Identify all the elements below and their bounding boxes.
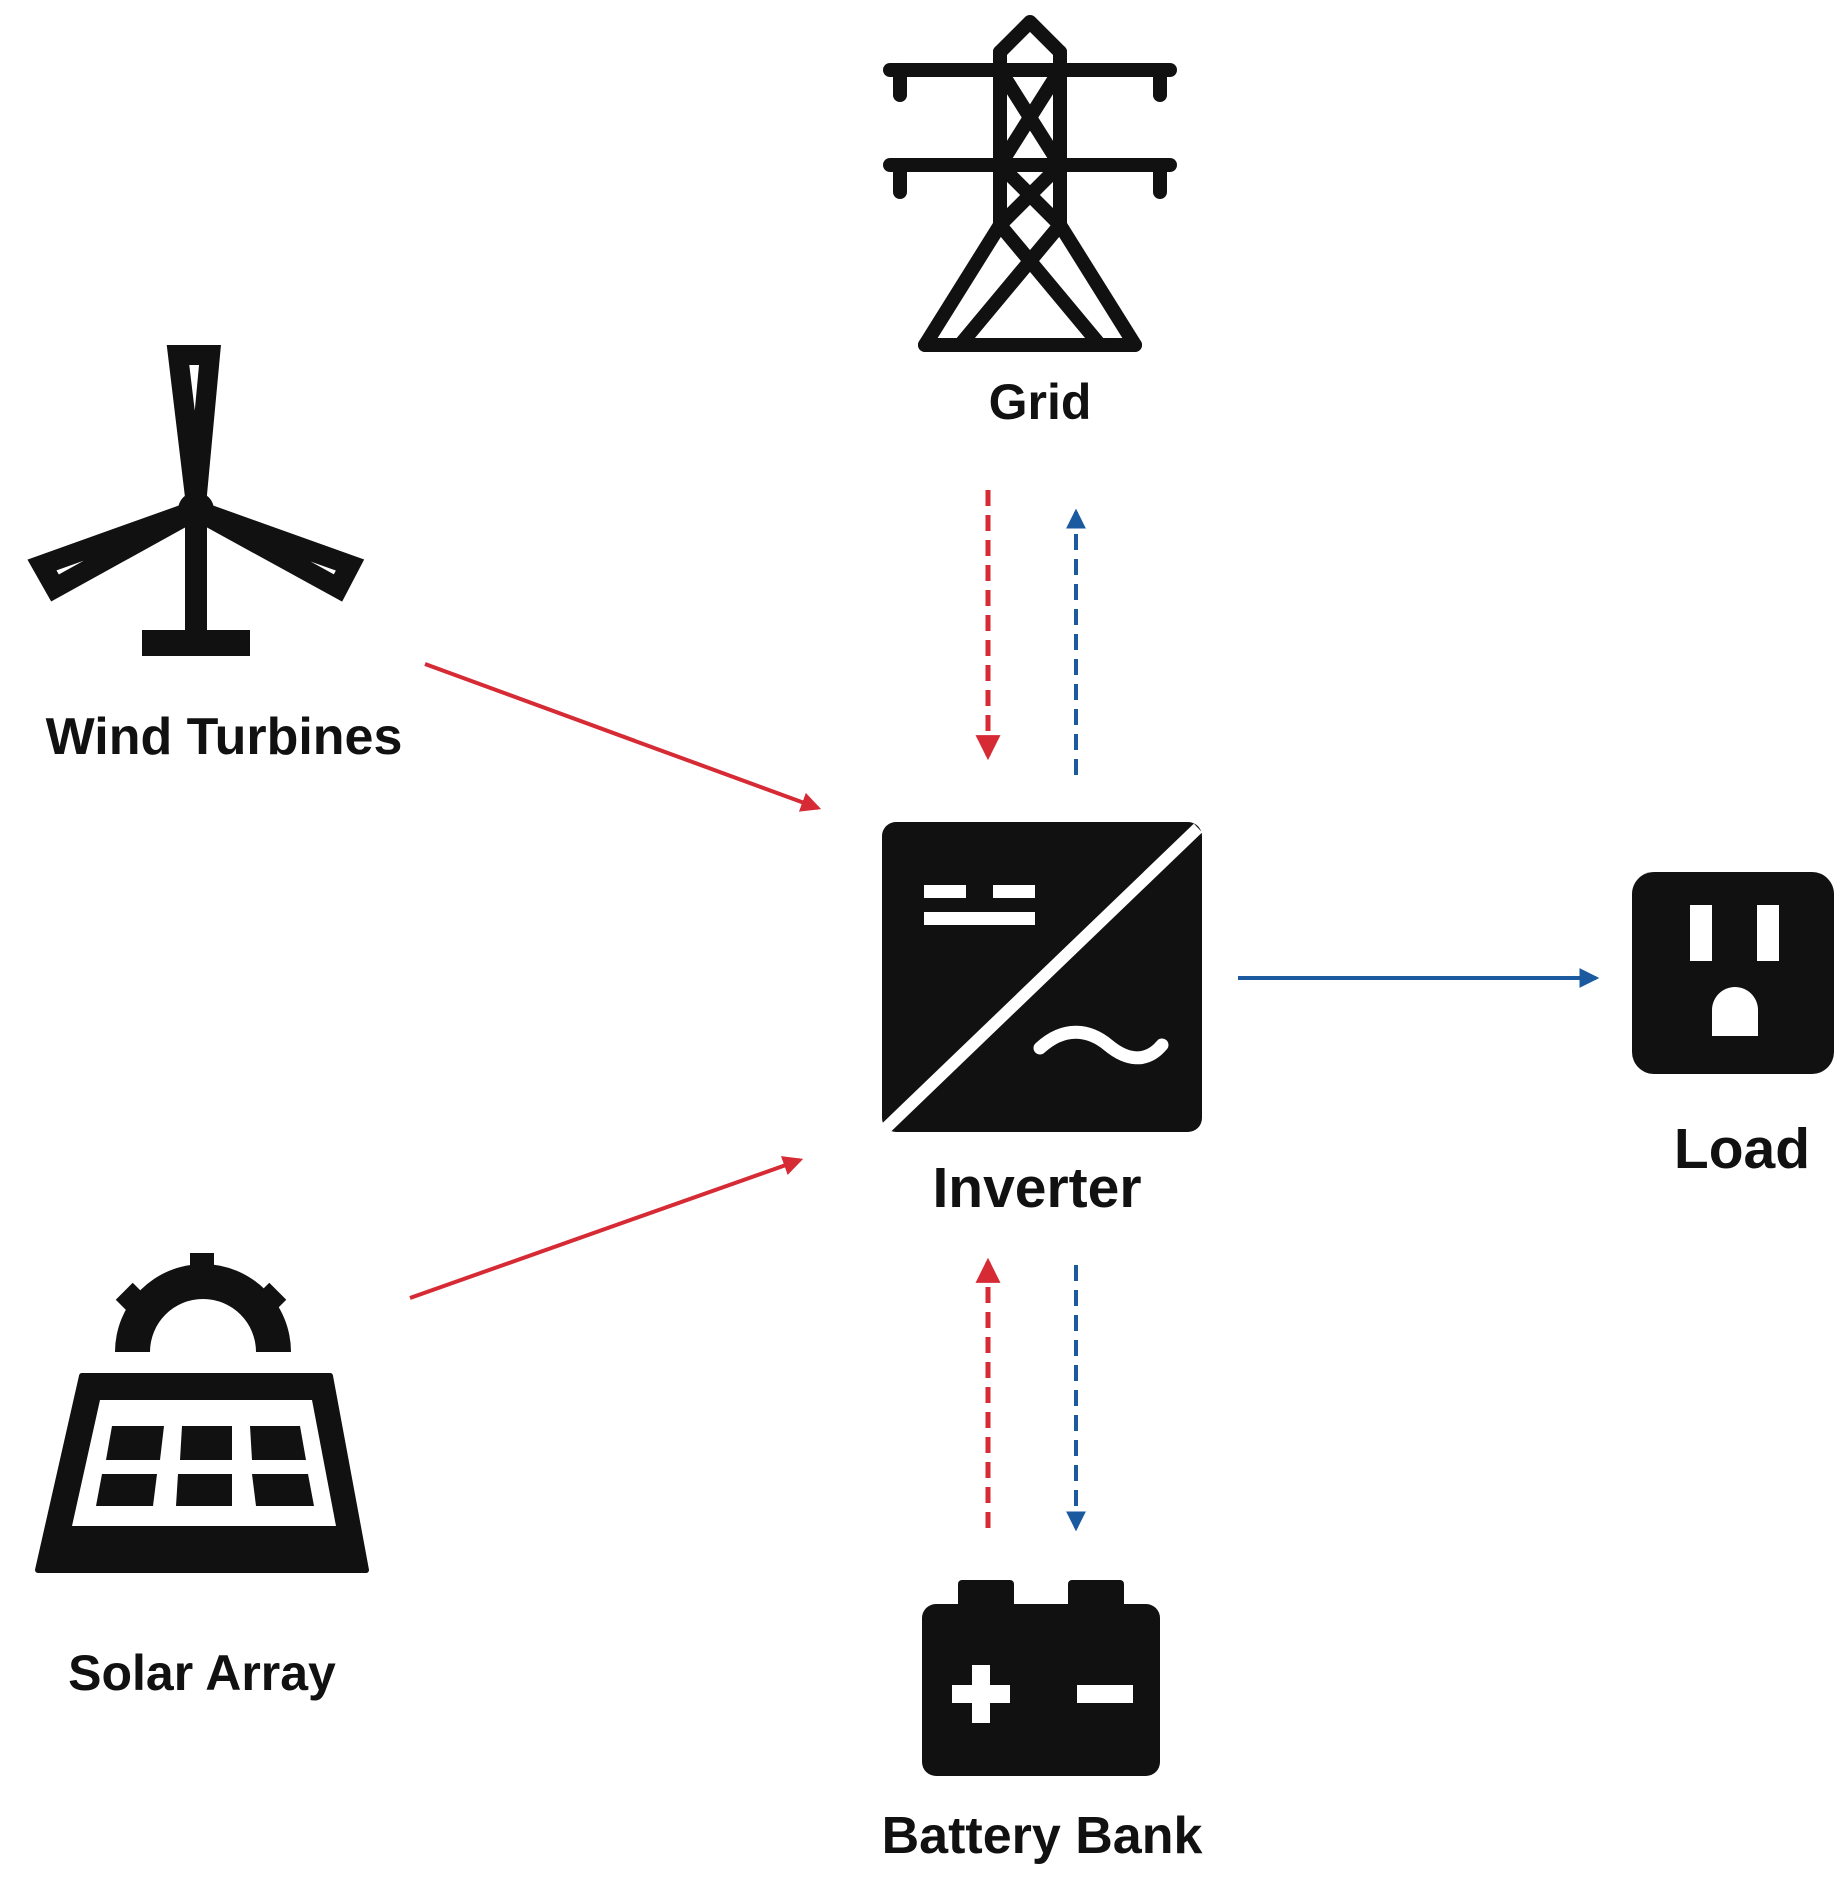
wind-turbine-icon [27,345,365,656]
wind-to-inverter-arrow [424,662,822,812]
load-label: Load [1673,1117,1811,1181]
solar-panel-icon [35,1253,369,1573]
battery-bank-label: Battery Bank [881,1807,1203,1865]
dc-ac-inverter-icon [881,822,1203,1133]
power-outlet-icon [1632,872,1834,1074]
wind-turbines-label: Wind Turbines [45,708,403,766]
battery-icon [922,1580,1160,1776]
solar-array-label: Solar Array [68,1645,336,1701]
inverter-label: Inverter [932,1156,1142,1220]
power-pylon-icon [883,15,1177,352]
grid-label: Grid [988,374,1092,430]
solar-to-inverter-arrow [409,1156,804,1300]
